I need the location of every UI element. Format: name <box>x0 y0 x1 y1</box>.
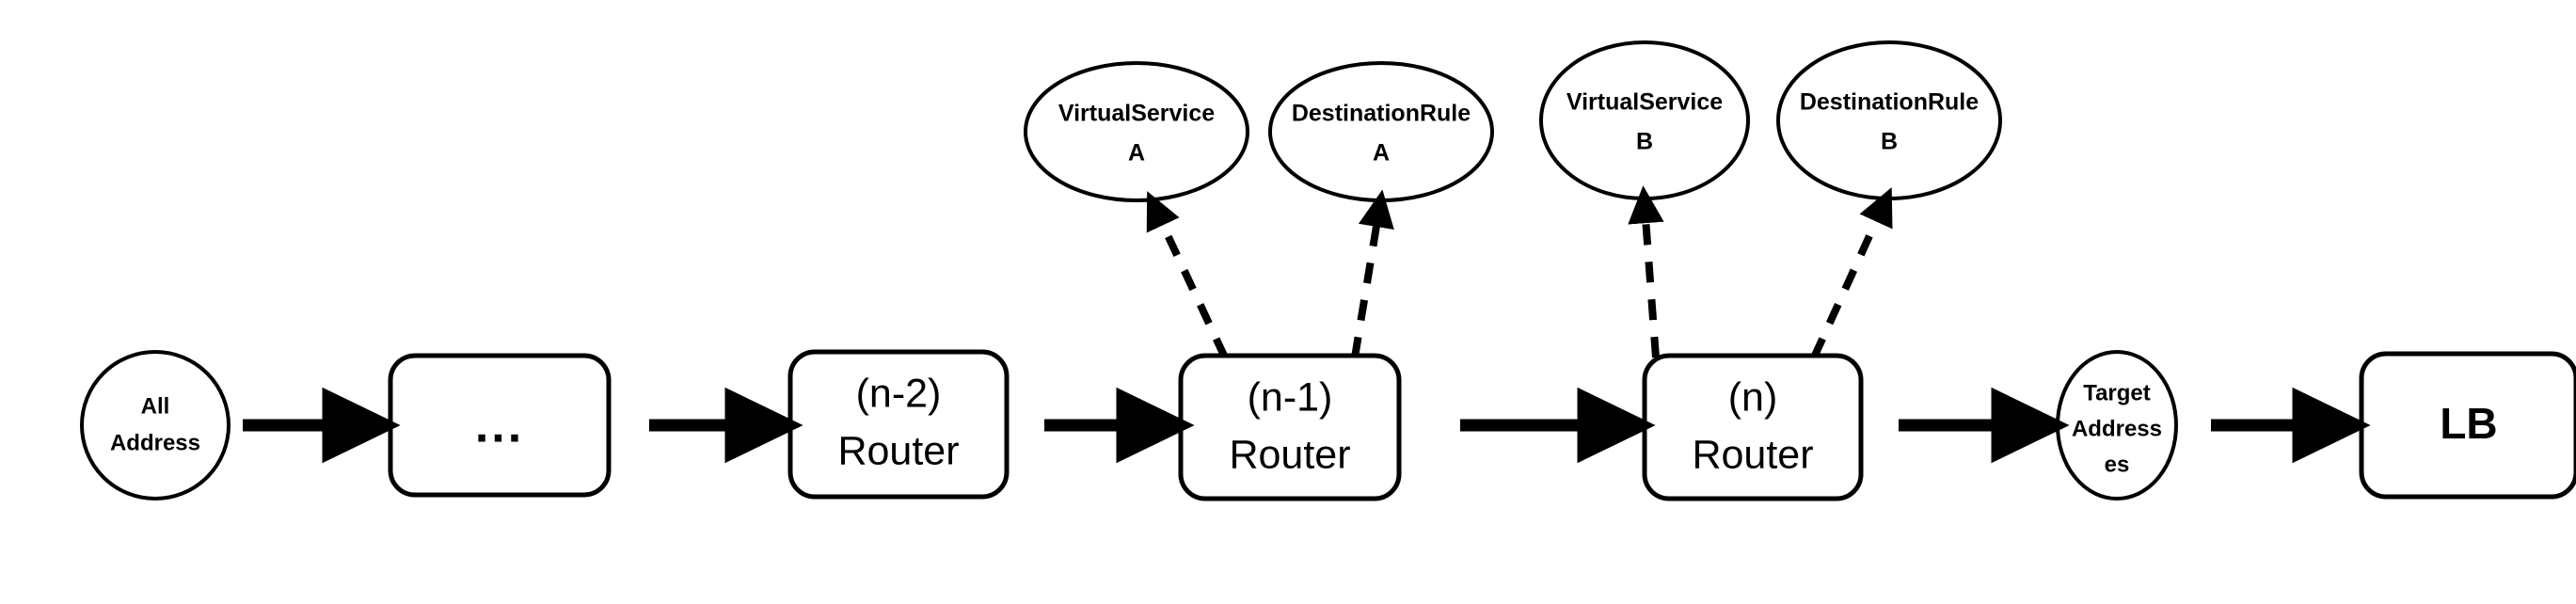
destinationrule-a-label-line2: A <box>1373 140 1390 167</box>
virtualservice-a-label-line2: A <box>1128 140 1145 167</box>
pipeline-node-ellipsis[interactable]: ... <box>388 353 612 498</box>
all-address-label-line1: All <box>141 393 170 419</box>
target-addresses-label-line1: Target <box>2083 380 2151 405</box>
virtualservice-b-ellipse[interactable] <box>1539 40 1750 200</box>
virtualservice-b-label-line2: B <box>1636 129 1653 155</box>
pipeline-node-router-n[interactable]: (n) Router <box>1642 353 1864 501</box>
all-address-label-line2: Address <box>110 430 200 455</box>
router-n-minus-2-label-line2: Router <box>837 428 959 473</box>
router-n-label-line2: Router <box>1692 432 1813 477</box>
dashed-connector-router-n-minus-1-to-virtualservice-a <box>1146 191 1229 359</box>
destinationrule-a-label-line1: DestinationRule <box>1292 101 1471 127</box>
destinationrule-b-ellipse[interactable] <box>1776 40 2002 200</box>
dashed-connector-router-n-to-virtualservice-b <box>1628 185 1664 358</box>
ellipsis-label: ... <box>475 399 524 453</box>
policy-node-virtualservice-b[interactable]: VirtualService B <box>1539 40 1750 200</box>
router-n-minus-1-label-line1: (n-1) <box>1248 374 1333 420</box>
destinationrule-b-label-line2: B <box>1881 129 1898 155</box>
policy-node-destinationrule-b[interactable]: DestinationRule B <box>1776 40 2002 200</box>
all-address-circle[interactable] <box>80 350 231 501</box>
pipeline-node-all-address[interactable]: All Address <box>80 350 231 501</box>
dashed-connector-router-n-minus-1-to-destinationrule-a <box>1351 189 1394 358</box>
pipeline-node-router-n-minus-2[interactable]: (n-2) Router <box>787 349 1010 500</box>
destinationrule-a-ellipse[interactable] <box>1268 61 1494 202</box>
pipeline-node-router-n-minus-1[interactable]: (n-1) Router <box>1178 353 1402 501</box>
virtualservice-a-label-line1: VirtualService <box>1058 101 1215 127</box>
policy-node-destinationrule-a[interactable]: DestinationRule A <box>1268 61 1494 202</box>
target-addresses-label-line3: es <box>2105 452 2130 477</box>
router-n-label-line1: (n) <box>1728 374 1778 420</box>
virtualservice-a-ellipse[interactable] <box>1024 61 1249 202</box>
policy-node-virtualservice-a[interactable]: VirtualService A <box>1024 61 1249 202</box>
router-n-minus-2-label-line1: (n-2) <box>856 371 942 416</box>
target-addresses-label-line2: Address <box>2072 416 2162 441</box>
virtualservice-b-label-line1: VirtualService <box>1566 89 1723 116</box>
destinationrule-b-label-line1: DestinationRule <box>1800 89 1979 116</box>
load-balancer-label: LB <box>2440 399 2497 448</box>
dashed-connector-router-n-to-destinationrule-b <box>1810 187 1893 359</box>
pipeline-node-load-balancer[interactable]: LB <box>2359 351 2576 500</box>
pipeline-node-target-addresses[interactable]: Target Address es <box>2056 350 2178 501</box>
router-n-minus-1-label-line2: Router <box>1229 432 1350 477</box>
